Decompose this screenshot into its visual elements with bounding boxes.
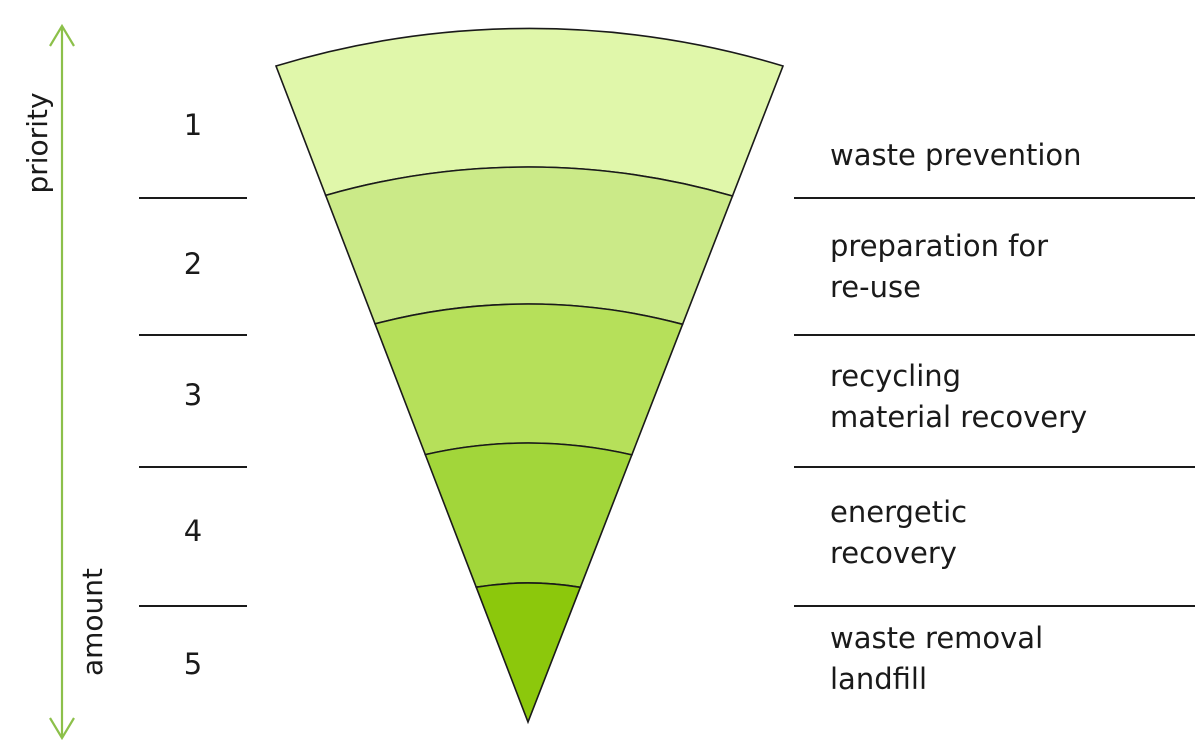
level-number-3: 3 xyxy=(184,378,202,412)
funnel-band-2 xyxy=(324,166,734,326)
level-number-4: 4 xyxy=(184,514,202,548)
priority-axis-label: priority xyxy=(21,92,54,193)
funnel-band-3 xyxy=(373,303,684,456)
hierarchy-funnel xyxy=(274,27,785,725)
level-label-4: energetic recovery xyxy=(830,495,967,570)
level-label-3: recycling material recovery xyxy=(830,359,1087,434)
level-label-5-line-1: waste removal xyxy=(830,621,1043,655)
level-label-5-line-2: landfill xyxy=(830,662,927,696)
level-label-5: waste removal landfill xyxy=(830,621,1043,696)
level-numbers: 1 2 3 4 5 xyxy=(184,108,202,681)
level-dividers xyxy=(139,197,1195,607)
level-label-2: preparation for re-use xyxy=(830,229,1048,304)
level-label-1: waste prevention xyxy=(830,138,1082,172)
level-label-2-line-2: re-use xyxy=(830,270,921,304)
level-labels: waste prevention preparation for re-use rec… xyxy=(830,138,1087,696)
level-number-1: 1 xyxy=(184,108,202,142)
level-number-2: 2 xyxy=(184,247,202,281)
amount-axis-label: amount xyxy=(76,568,109,676)
level-number-5: 5 xyxy=(184,647,202,681)
level-label-4-line-1: energetic xyxy=(830,495,967,529)
priority-amount-arrow xyxy=(49,23,75,741)
level-label-2-line-1: preparation for xyxy=(830,229,1048,263)
level-label-1-line-1: waste prevention xyxy=(830,138,1082,172)
funnel-band-4 xyxy=(424,442,633,589)
funnel-band-5 xyxy=(475,582,582,725)
level-label-3-line-1: recycling xyxy=(830,359,961,393)
level-label-4-line-2: recovery xyxy=(830,536,957,570)
level-label-3-line-2: material recovery xyxy=(830,400,1087,434)
